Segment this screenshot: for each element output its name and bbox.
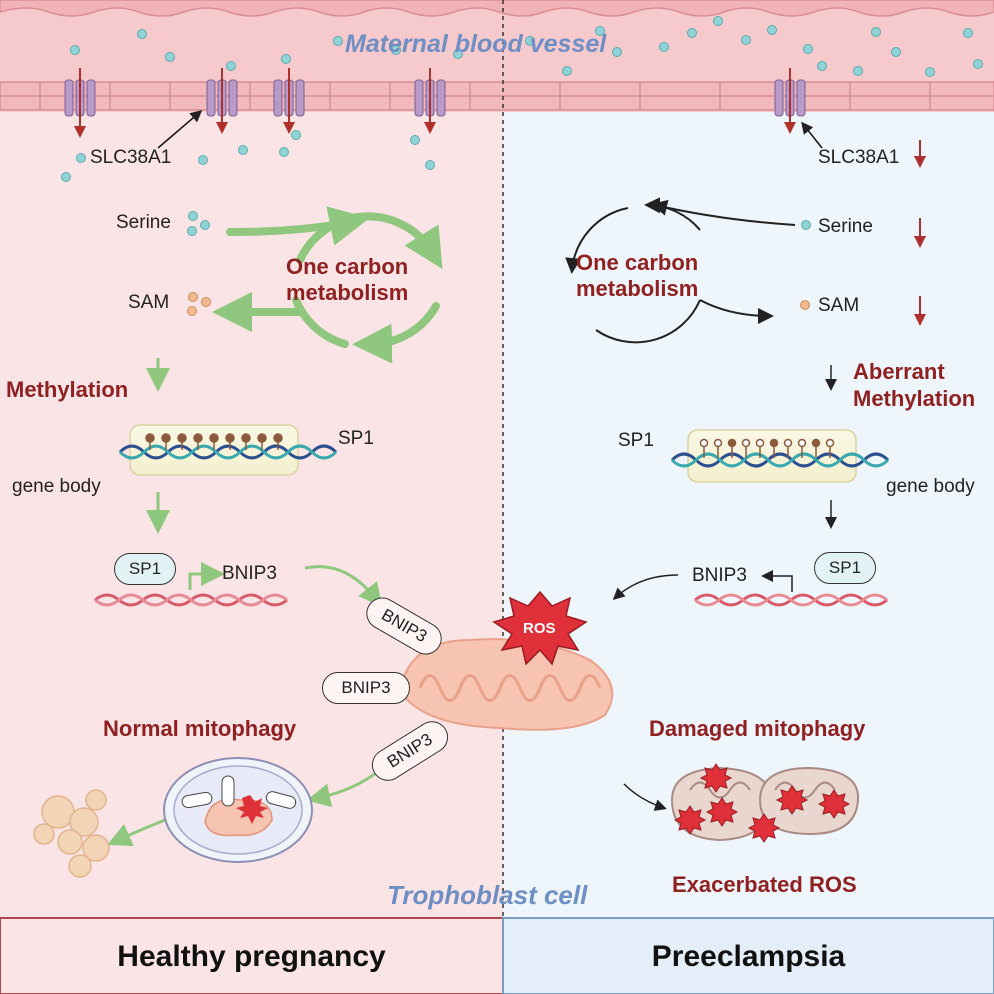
transporter-channel: [64, 79, 806, 117]
bnip3-to-mito-arrow: [304, 565, 383, 608]
vessel-title: Maternal blood vessel: [345, 30, 607, 58]
damage-arrow: [623, 783, 667, 811]
footer-right: [502, 917, 994, 994]
right-gene-body-label: gene body: [886, 476, 975, 497]
left-ocm-label: One carbon metabolism: [286, 254, 408, 306]
lysosome-to-debris-arrow: [107, 818, 166, 846]
dna-helix-right: [670, 452, 890, 468]
right-methylation-line2: Methylation: [853, 386, 976, 411]
methyl-groups-right: [699, 438, 835, 458]
vessel-top-cells: [0, 0, 994, 17]
bnip3-right-arrow: [612, 574, 679, 601]
debris: [33, 789, 110, 878]
slc-pointer-right: [801, 121, 823, 149]
footer-preeclampsia: Preeclampsia: [651, 940, 846, 973]
endothelial-cell-dividers: [39, 82, 931, 110]
left-gene-sp1-label: SP1: [338, 428, 374, 449]
left-sp1-factor: SP1: [114, 553, 176, 585]
exacerbated-ros-label: Exacerbated ROS: [672, 872, 857, 897]
ros-label: ROS: [523, 620, 556, 637]
right-mitophagy-label: Damaged mitophagy: [649, 716, 866, 741]
right-gene-sp1-label: SP1: [618, 430, 654, 451]
ocm-cycle-left: [212, 206, 443, 364]
left-gene-body-label: gene body: [12, 476, 101, 497]
mitochondrion: [398, 638, 614, 731]
left-methylation-label: Methylation: [6, 377, 129, 402]
left-ocm-line1: One carbon: [286, 254, 409, 279]
promoter-dna-left: [94, 593, 288, 607]
right-slc38a1-label: SLC38A1: [818, 147, 900, 168]
ros-star: [492, 590, 588, 666]
left-bnip3-promoter-label: BNIP3: [222, 563, 277, 584]
bnip3-protein-2: BNIP3: [322, 672, 410, 704]
right-serine-label: Serine: [818, 216, 873, 237]
vessel-endothelium: [0, 81, 994, 111]
cell-title: Trophoblast cell: [387, 880, 588, 910]
right-sam-label: SAM: [818, 295, 860, 316]
right-sp1-factor: SP1: [814, 552, 876, 584]
left-sam-label: SAM: [128, 292, 170, 313]
tss-arrow-right: [761, 570, 793, 592]
right-ocm-label: One carbon metabolism: [576, 250, 698, 302]
tss-arrow-left: [188, 562, 225, 590]
right-methylation-label: Aberrant Methylation: [853, 358, 975, 412]
autophagosome: [163, 757, 313, 863]
left-slc38a1-label: SLC38A1: [90, 147, 172, 168]
right-ocm-line1: One carbon: [576, 250, 699, 275]
promoter-dna-right: [694, 593, 888, 607]
methyl-groups-left: [145, 433, 283, 450]
transport-arrows: [74, 68, 796, 138]
serine-particles: [61, 16, 983, 236]
left-serine-label: Serine: [116, 212, 171, 233]
left-ocm-line2: metabolism: [286, 280, 409, 305]
slc-pointer-left: [157, 110, 203, 149]
damaged-ros-stars: [673, 763, 851, 843]
right-ocm-line2: metabolism: [576, 276, 699, 301]
left-mitophagy-label: Normal mitophagy: [103, 716, 297, 741]
dna-helix-left: [118, 444, 338, 460]
right-bnip3-label: BNIP3: [692, 565, 747, 586]
ocm-cycle-right: [565, 197, 796, 344]
sam-particles: [187, 292, 810, 316]
right-methylation-line1: Aberrant: [853, 359, 945, 384]
footer-healthy: Healthy pregnancy: [117, 940, 386, 973]
